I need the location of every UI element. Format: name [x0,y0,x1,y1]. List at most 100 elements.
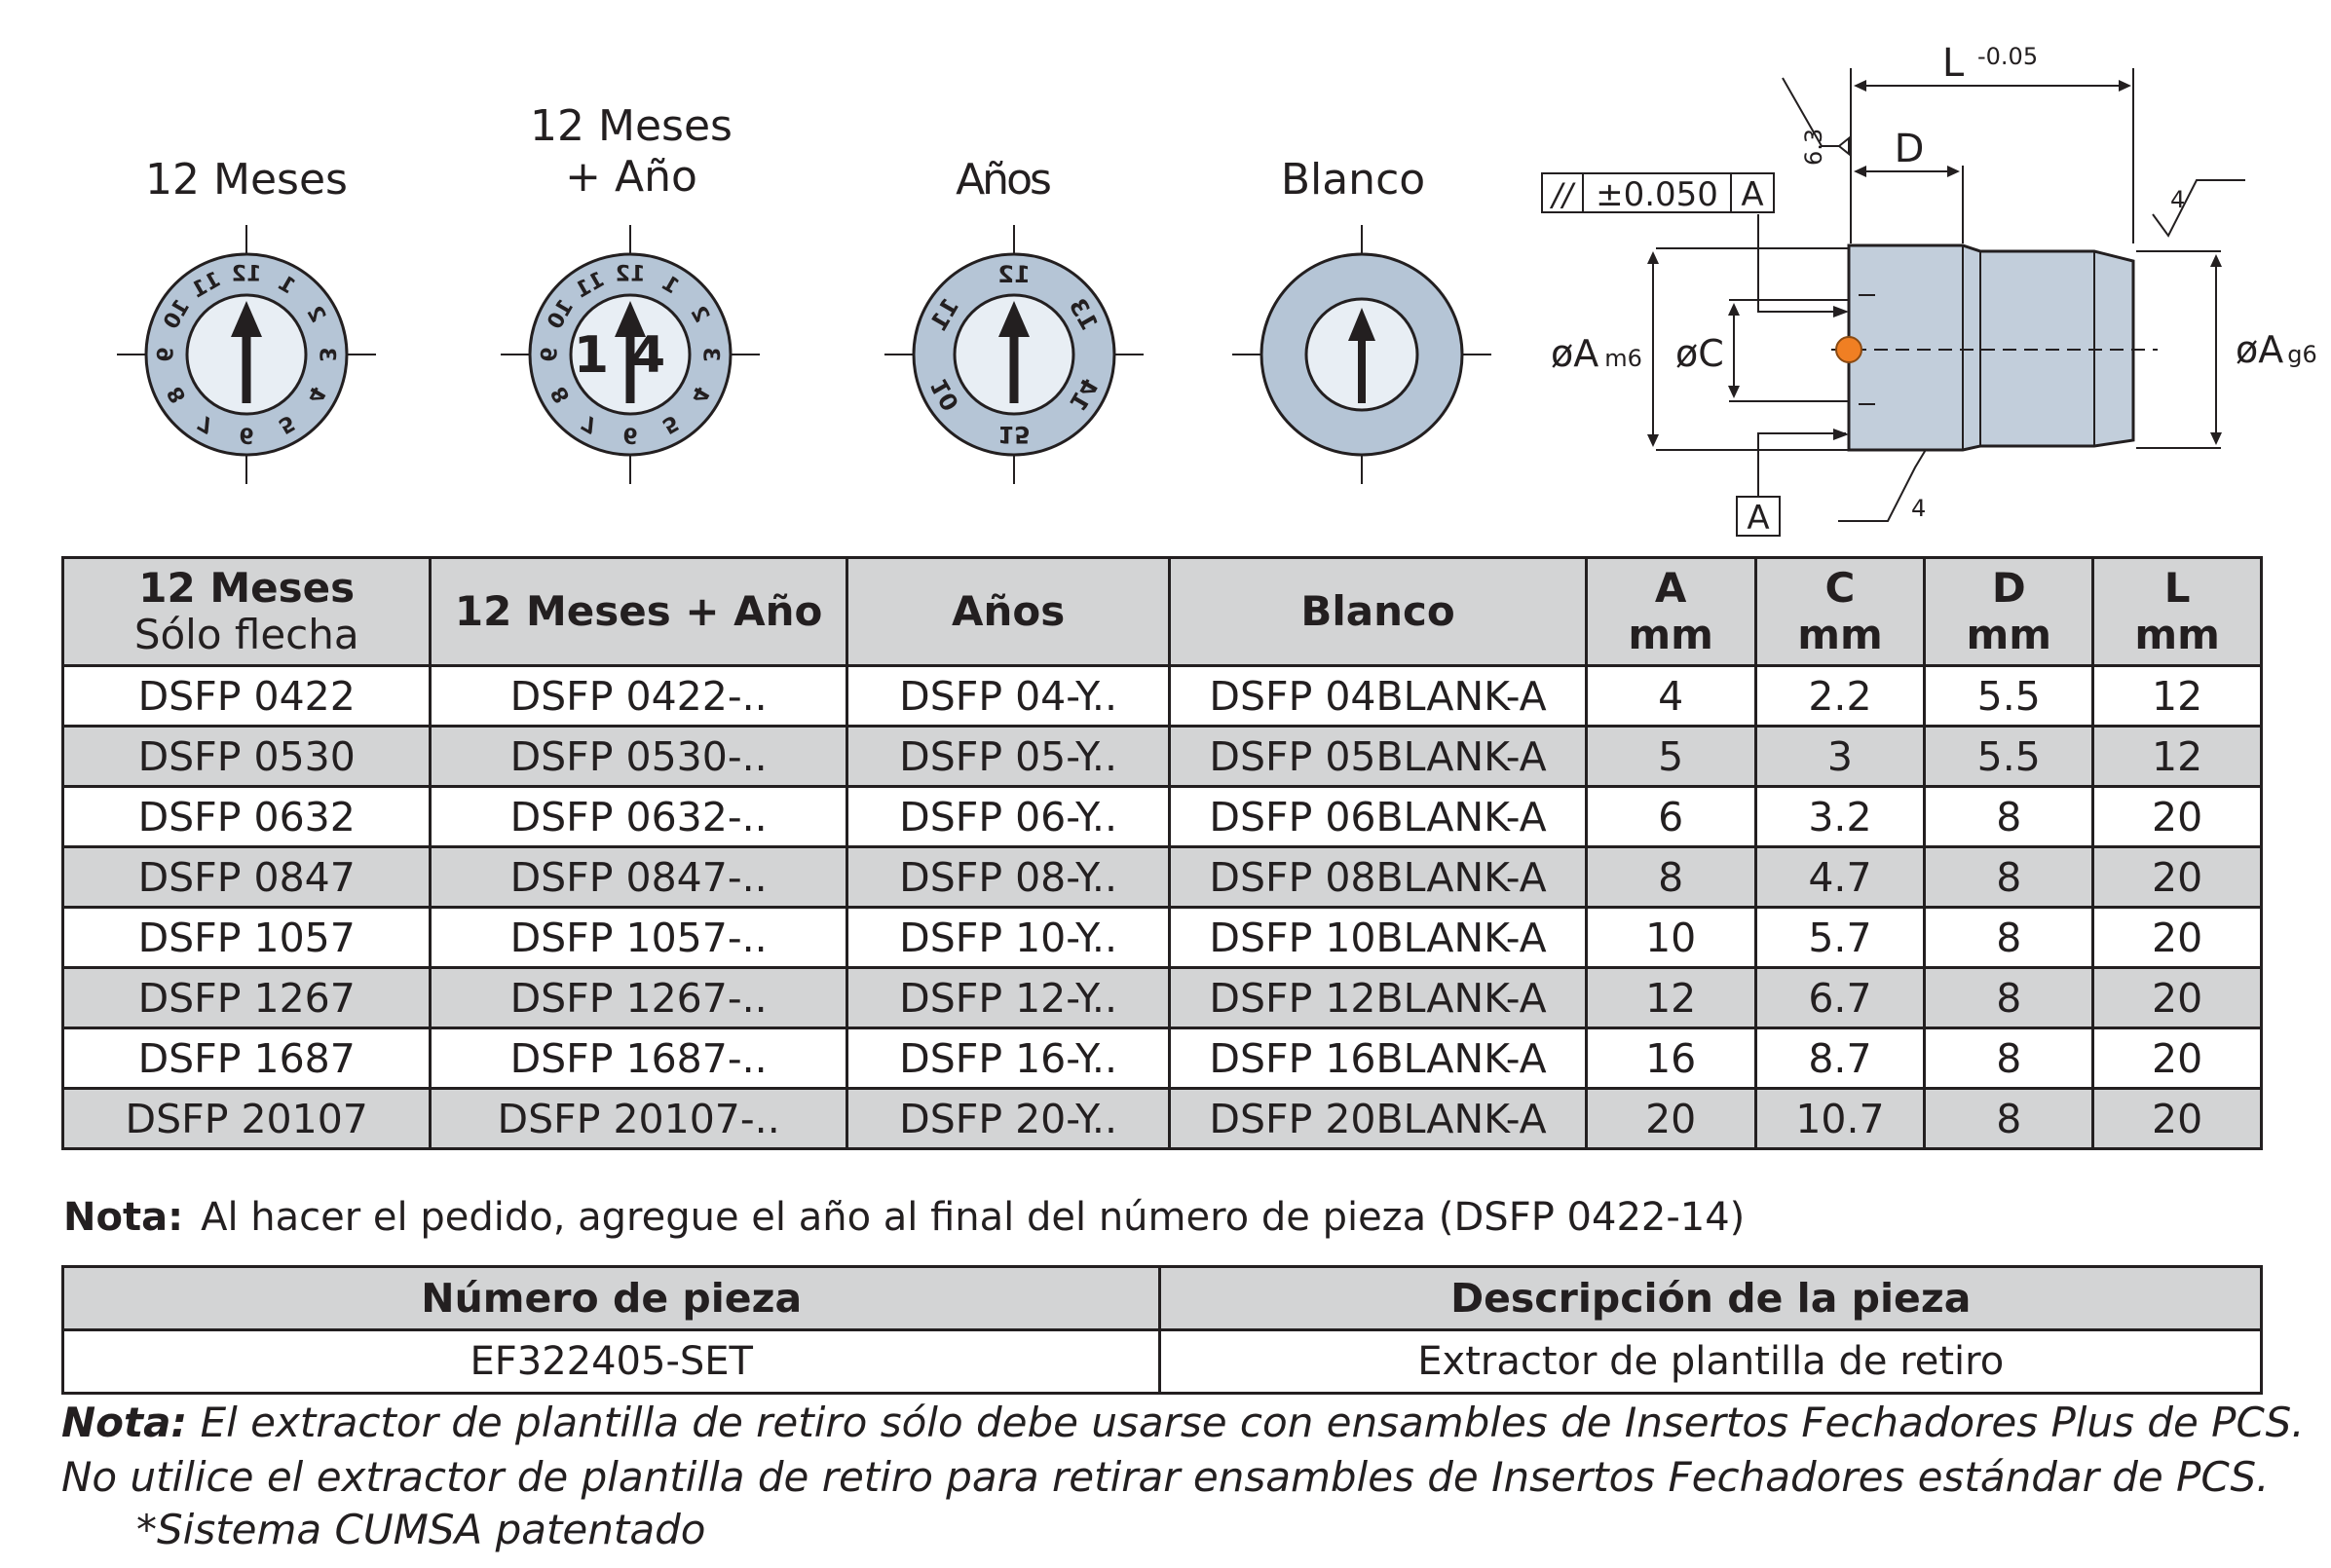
header-numero-pieza: Número de pieza [60,1265,1162,1331]
table-cell: DSFP 1057-.. [429,906,848,969]
table-cell: DSFP 0632 [60,785,432,848]
dial-label-anos: Años [956,155,1052,205]
table-cell: DSFP 06-Y.. [845,785,1172,848]
table-cell: DSFP 10BLANK-A [1168,906,1588,969]
dim-L-tol: -0.05 [1977,43,2038,70]
table-cell: 4.7 [1753,845,1927,909]
table-cell: DSFP 0422 [60,664,432,728]
tolerance-frame: // ±0.050 A [1541,172,1775,214]
header-anos: Años [845,556,1172,667]
table-cell: 8 [1923,906,2095,969]
dial-label-12-meses-ano: 12 Meses + Año [436,101,826,203]
table-cell: DSFP 0530-.. [429,725,848,788]
dial-blanco [1232,225,1491,484]
table-cell: DSFP 20107 [60,1087,432,1150]
table-cell: 5 [1584,725,1757,788]
table-cell: 20 [2091,906,2263,969]
extractor-note-line2: No utilice el extractor de plantilla de … [61,1453,2270,1501]
table-cell: DSFP 10-Y.. [845,906,1172,969]
table-cell: 2.2 [1753,664,1927,728]
table-cell: 8 [1923,966,2095,1029]
tolerance-symbol: // [1549,176,1576,213]
dial-number: 6 [622,423,637,447]
table-cell: 6.7 [1753,966,1927,1029]
table-cell: DSFP 1687 [60,1027,432,1090]
pin-marker [1835,336,1862,363]
table-cell: DSFP 0847 [60,845,432,909]
table-cell: 3 [1753,725,1927,788]
table-cell: 20 [1584,1087,1757,1150]
dial-number: 12 [997,261,1030,288]
extractor-description: Extractor de plantilla de retiro [1158,1328,2263,1395]
table-cell: DSFP 0632-.. [429,785,848,848]
table-cell: 16 [1584,1027,1757,1090]
table-cell: 12 [2091,664,2263,728]
dial-number: 6 [239,423,253,447]
table-cell: 20 [2091,966,2263,1029]
table-cell: 8 [1923,785,2095,848]
table-cell: 20 [2091,845,2263,909]
table-cell: DSFP 20BLANK-A [1168,1087,1588,1150]
tolerance-value: ±0.050 [1596,175,1718,214]
dial-label-line1: 12 Meses [530,101,733,151]
arrow-icon [231,301,262,403]
table-cell: 5.5 [1923,725,2095,788]
dial-label-line2: + Año [565,152,697,202]
header-12-meses-ano: 12 Meses + Año [429,556,848,667]
dim-D: D [1895,127,1925,171]
table-cell: DSFP 20107-.. [429,1087,848,1150]
table-cell: DSFP 12-Y.. [845,966,1172,1029]
arrow-icon [1348,308,1375,403]
table-cell: DSFP 0530 [60,725,432,788]
table-cell: 8 [1923,1027,2095,1090]
table-cell: DSFP 04BLANK-A [1168,664,1588,728]
table-cell: 10 [1584,906,1757,969]
table-cell: 8 [1584,845,1757,909]
dial-number: 12 [232,263,262,287]
roughness-left: 6.3 [1800,129,1827,166]
dial-label-12-meses: 12 Meses [145,155,348,205]
table-cell: 6 [1584,785,1757,848]
dim-L: L [1942,41,1965,86]
extractor-table: Número de pieza Descripción de la pieza … [60,1265,2263,1395]
table-cell: 20 [2091,1027,2263,1090]
dial-center-year: 14 [574,326,687,385]
roughness-right: 4 [2170,186,2185,213]
table-cell: DSFP 08-Y.. [845,845,1172,909]
table-cell: 20 [2091,785,2263,848]
table-cell: DSFP 08BLANK-A [1168,845,1588,909]
roughness-bottom: 4 [1911,495,1926,522]
table-cell: DSFP 20-Y.. [845,1087,1172,1150]
table-cell: DSFP 1687-.. [429,1027,848,1090]
table-cell: DSFP 05-Y.. [845,725,1172,788]
dial-number: 15 [997,421,1030,448]
arrow-icon [615,301,646,403]
dial-number: 9 [155,347,179,361]
table-cell: 10.7 [1753,1087,1927,1150]
extractor-note-line1: Nota: El extractor de plantilla de retir… [61,1399,2305,1446]
table-cell: DSFP 05BLANK-A [1168,725,1588,788]
extractor-part-number: EF322405-SET [60,1328,1162,1395]
table-row: EF322405-SET Extractor de plantilla de r… [60,1328,2263,1395]
table-cell: DSFP 04-Y.. [845,664,1172,728]
table-cell: 3.2 [1753,785,1927,848]
dial-number: 3 [698,347,723,361]
table-cell: 12 [1584,966,1757,1029]
table-cell: 5.7 [1753,906,1927,969]
